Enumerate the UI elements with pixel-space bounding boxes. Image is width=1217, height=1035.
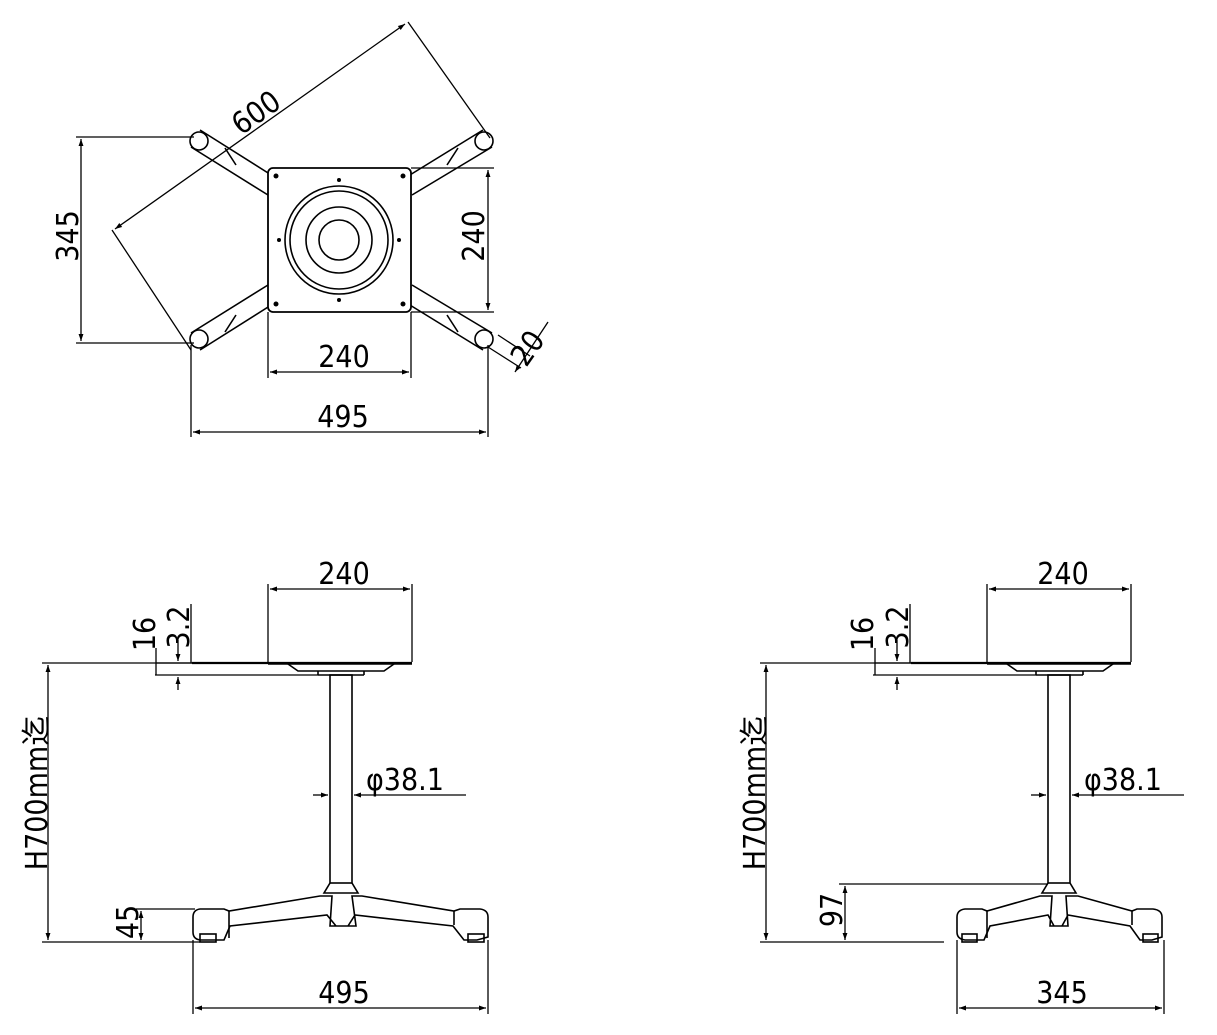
dim-16-3-2-side: 16 3.2: [846, 604, 916, 690]
side-foot-right: [1142, 933, 1159, 943]
dim-495-front: 495: [192, 940, 489, 1014]
dim-240-plate-width-label: 240: [318, 340, 370, 375]
side-plate-body: [1006, 663, 1114, 672]
front-base: [192, 895, 489, 941]
side-base: [956, 895, 1163, 941]
dim-345-top: 345: [51, 136, 194, 344]
side-foot-left: [961, 933, 978, 943]
dim-240-front: 240: [267, 557, 413, 662]
front-foot-right: [467, 933, 485, 943]
dim-3-2-front-label: 3.2: [162, 606, 197, 649]
dim-240-side-label: 240: [1037, 557, 1089, 592]
dim-495-top: 495: [190, 345, 489, 437]
dim-45-front: 45: [111, 905, 195, 940]
dim-16-front-label: 16: [128, 617, 163, 651]
dim-45-front-label: 45: [111, 905, 146, 939]
side-post: [1047, 674, 1071, 884]
dim-97-side: 97: [815, 883, 1048, 940]
front-plate-body: [287, 663, 395, 672]
dim-3-2-side-label: 3.2: [881, 606, 916, 649]
dim-h700-side-label: H700mm迄: [738, 716, 773, 870]
dim-16-side-label: 16: [846, 617, 881, 651]
dim-345-side-label: 345: [1036, 976, 1088, 1011]
dim-h700-side: H700mm迄: [738, 662, 944, 943]
dim-240-plate-width: 240: [267, 312, 412, 378]
side-view: 240 16 3.2 H700mm迄: [738, 557, 1184, 1014]
dim-20-foot-label: 20: [504, 324, 552, 372]
dim-345-top-label: 345: [51, 210, 86, 262]
dim-h700-front: H700mm迄: [20, 662, 200, 943]
top-view: 600 345 240 20 240: [51, 21, 552, 437]
dim-h700-front-label: H700mm迄: [20, 716, 55, 870]
dim-495-top-label: 495: [317, 400, 369, 435]
dim-495-front-label: 495: [318, 976, 370, 1011]
dim-16-3-2-front: 16 3.2: [128, 604, 197, 690]
dim-600-label: 600: [225, 84, 287, 142]
dim-240-front-label: 240: [318, 557, 370, 592]
dim-phi-side-label: φ38.1: [1084, 763, 1162, 798]
dim-20-foot: 20: [487, 321, 552, 373]
front-foot-left: [199, 933, 217, 943]
dim-240-plate-height-label: 240: [457, 210, 492, 262]
dim-240-plate-height: 240: [411, 167, 494, 313]
side-post-collar: [1040, 882, 1078, 894]
dim-345-side: 345: [956, 940, 1165, 1014]
dim-phi-front-label: φ38.1: [366, 763, 444, 798]
front-view: 240 16 3.2 H700mm迄: [20, 557, 489, 1014]
front-post-collar: [322, 882, 360, 894]
dim-240-side: 240: [986, 557, 1132, 662]
dim-phi-front: φ38.1: [313, 763, 466, 798]
dim-phi-side: φ38.1: [1031, 763, 1184, 798]
front-post: [329, 674, 353, 884]
dim-97-side-label: 97: [815, 893, 850, 927]
